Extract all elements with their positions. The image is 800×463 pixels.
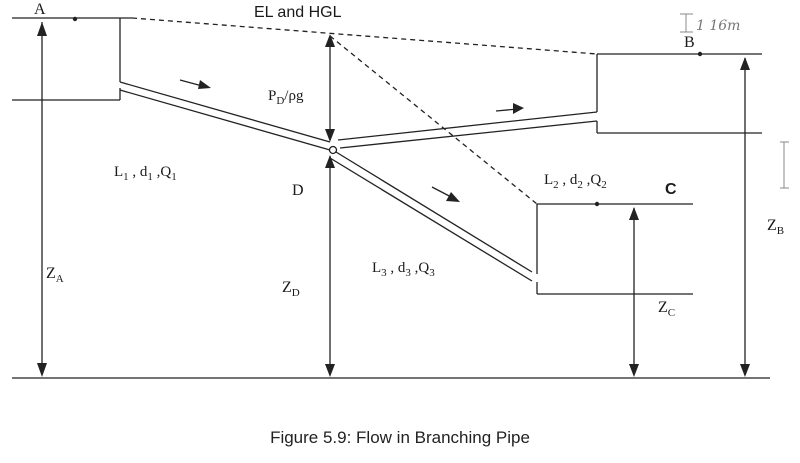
z-b-label: ZB — [767, 217, 784, 237]
el-hgl-label: EL and HGL — [254, 4, 342, 21]
reservoir-c — [536, 201, 693, 295]
flow-arrow-pipe-2 — [495, 103, 524, 114]
handwritten-note: 1 16m — [696, 18, 740, 34]
figure-caption: Figure 5.9: Flow in Branching Pipe — [270, 428, 530, 447]
pressure-head-label: PD/ρg — [268, 88, 304, 107]
label-a: A — [34, 1, 46, 18]
pipe-1-label: L1 , d1 ,Q1 — [114, 164, 177, 183]
pipe-1 — [119, 81, 331, 151]
reservoir-a — [12, 16, 132, 101]
z-a-label: ZA — [46, 265, 64, 285]
z-b-dimension — [740, 57, 750, 377]
z-c-dimension — [629, 207, 639, 377]
pressure-head-dimension — [325, 34, 335, 142]
z-a-dimension — [37, 22, 47, 377]
pipe-2 — [337, 111, 598, 149]
junction-d — [328, 145, 338, 155]
pipe-3 — [329, 151, 533, 282]
reservoir-b — [596, 51, 762, 134]
flow-arrow-pipe-3 — [431, 186, 460, 202]
label-c: C — [665, 181, 677, 198]
flow-arrow-pipe-1 — [179, 79, 211, 89]
z-d-dimension — [325, 155, 335, 377]
pipe-3-label: L3 , d3 ,Q3 — [372, 260, 435, 279]
label-b: B — [684, 34, 695, 51]
label-d: D — [292, 182, 304, 199]
z-c-label: ZC — [658, 299, 675, 319]
z-d-label: ZD — [282, 279, 300, 299]
energy-grade-lines — [131, 17, 598, 205]
handwritten-margin-marks: 1 16m — [680, 13, 789, 189]
pipe-2-label: L2 , d2 ,Q2 — [544, 172, 607, 191]
